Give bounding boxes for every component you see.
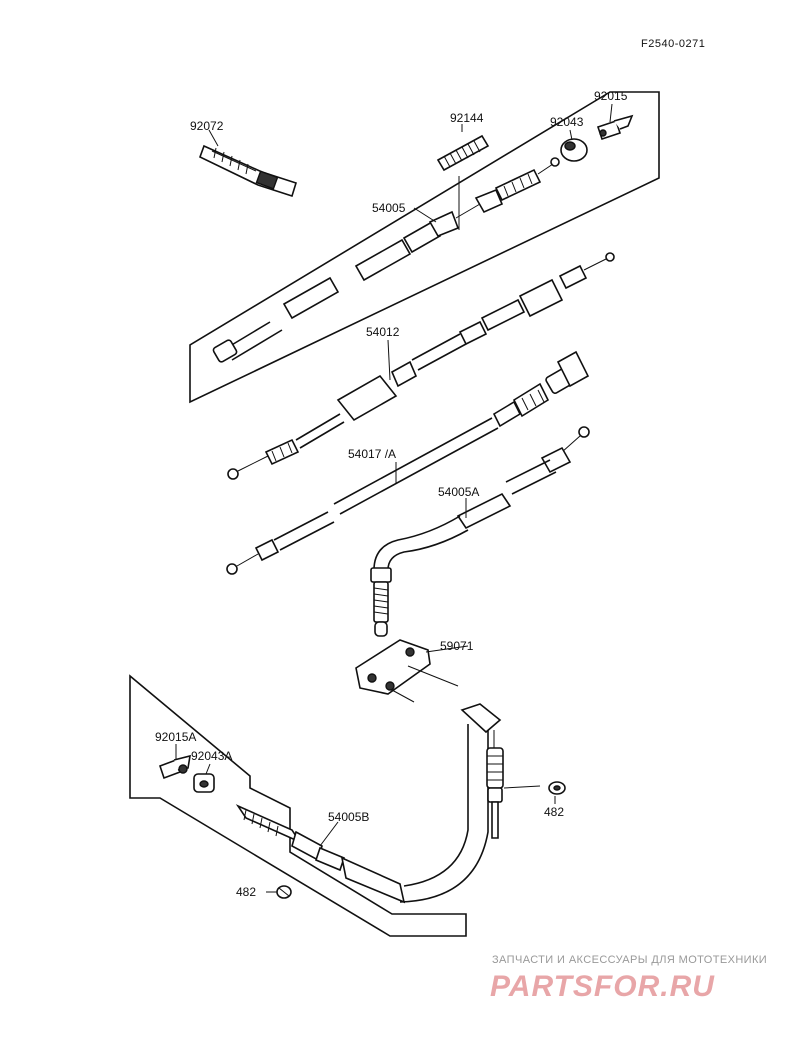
label-92043: 92043 — [550, 115, 584, 129]
label-482-right: 482 — [544, 805, 564, 819]
label-92072: 92072 — [190, 119, 224, 133]
part-92144-spring — [436, 134, 490, 172]
part-482-nut-right — [548, 781, 566, 795]
part-92015-pin — [596, 114, 634, 141]
part-92043A-nut — [193, 773, 215, 793]
leader-lines — [175, 103, 613, 893]
part-54005-cable — [212, 157, 560, 363]
label-92144: 92144 — [450, 111, 484, 125]
label-92015: 92015 — [594, 89, 628, 103]
part-54012-cable — [227, 252, 615, 480]
figure-code: F2540-0271 — [641, 38, 705, 50]
part-482-clip-left — [276, 885, 292, 899]
label-482-left: 482 — [236, 885, 256, 899]
label-92015A: 92015A — [155, 730, 196, 744]
part-92072-strap — [199, 144, 297, 198]
group-box-upper — [189, 91, 660, 404]
part-54017A-cable — [226, 350, 590, 575]
watermark-tagline: ЗАПЧАСТИ И АКСЕССУАРЫ ДЛЯ МОТОТЕХНИКИ — [492, 954, 767, 966]
label-54005A: 54005A — [438, 485, 479, 499]
part-54005A-cable — [370, 426, 590, 637]
label-54012: 54012 — [366, 325, 400, 339]
label-54017A: 54017 /A — [348, 447, 396, 461]
part-92015A-pin — [158, 754, 191, 780]
watermark-logo: PARTSFOR.RU — [490, 970, 715, 1003]
part-54005B-cable — [235, 703, 504, 904]
part-59071-bracket — [355, 639, 459, 703]
label-59071: 59071 — [440, 639, 474, 653]
part-92043-nut — [560, 138, 588, 162]
group-box-lower — [129, 674, 467, 937]
label-54005B: 54005B — [328, 810, 369, 824]
label-92043A: 92043A — [191, 749, 232, 763]
label-54005: 54005 — [372, 201, 406, 215]
